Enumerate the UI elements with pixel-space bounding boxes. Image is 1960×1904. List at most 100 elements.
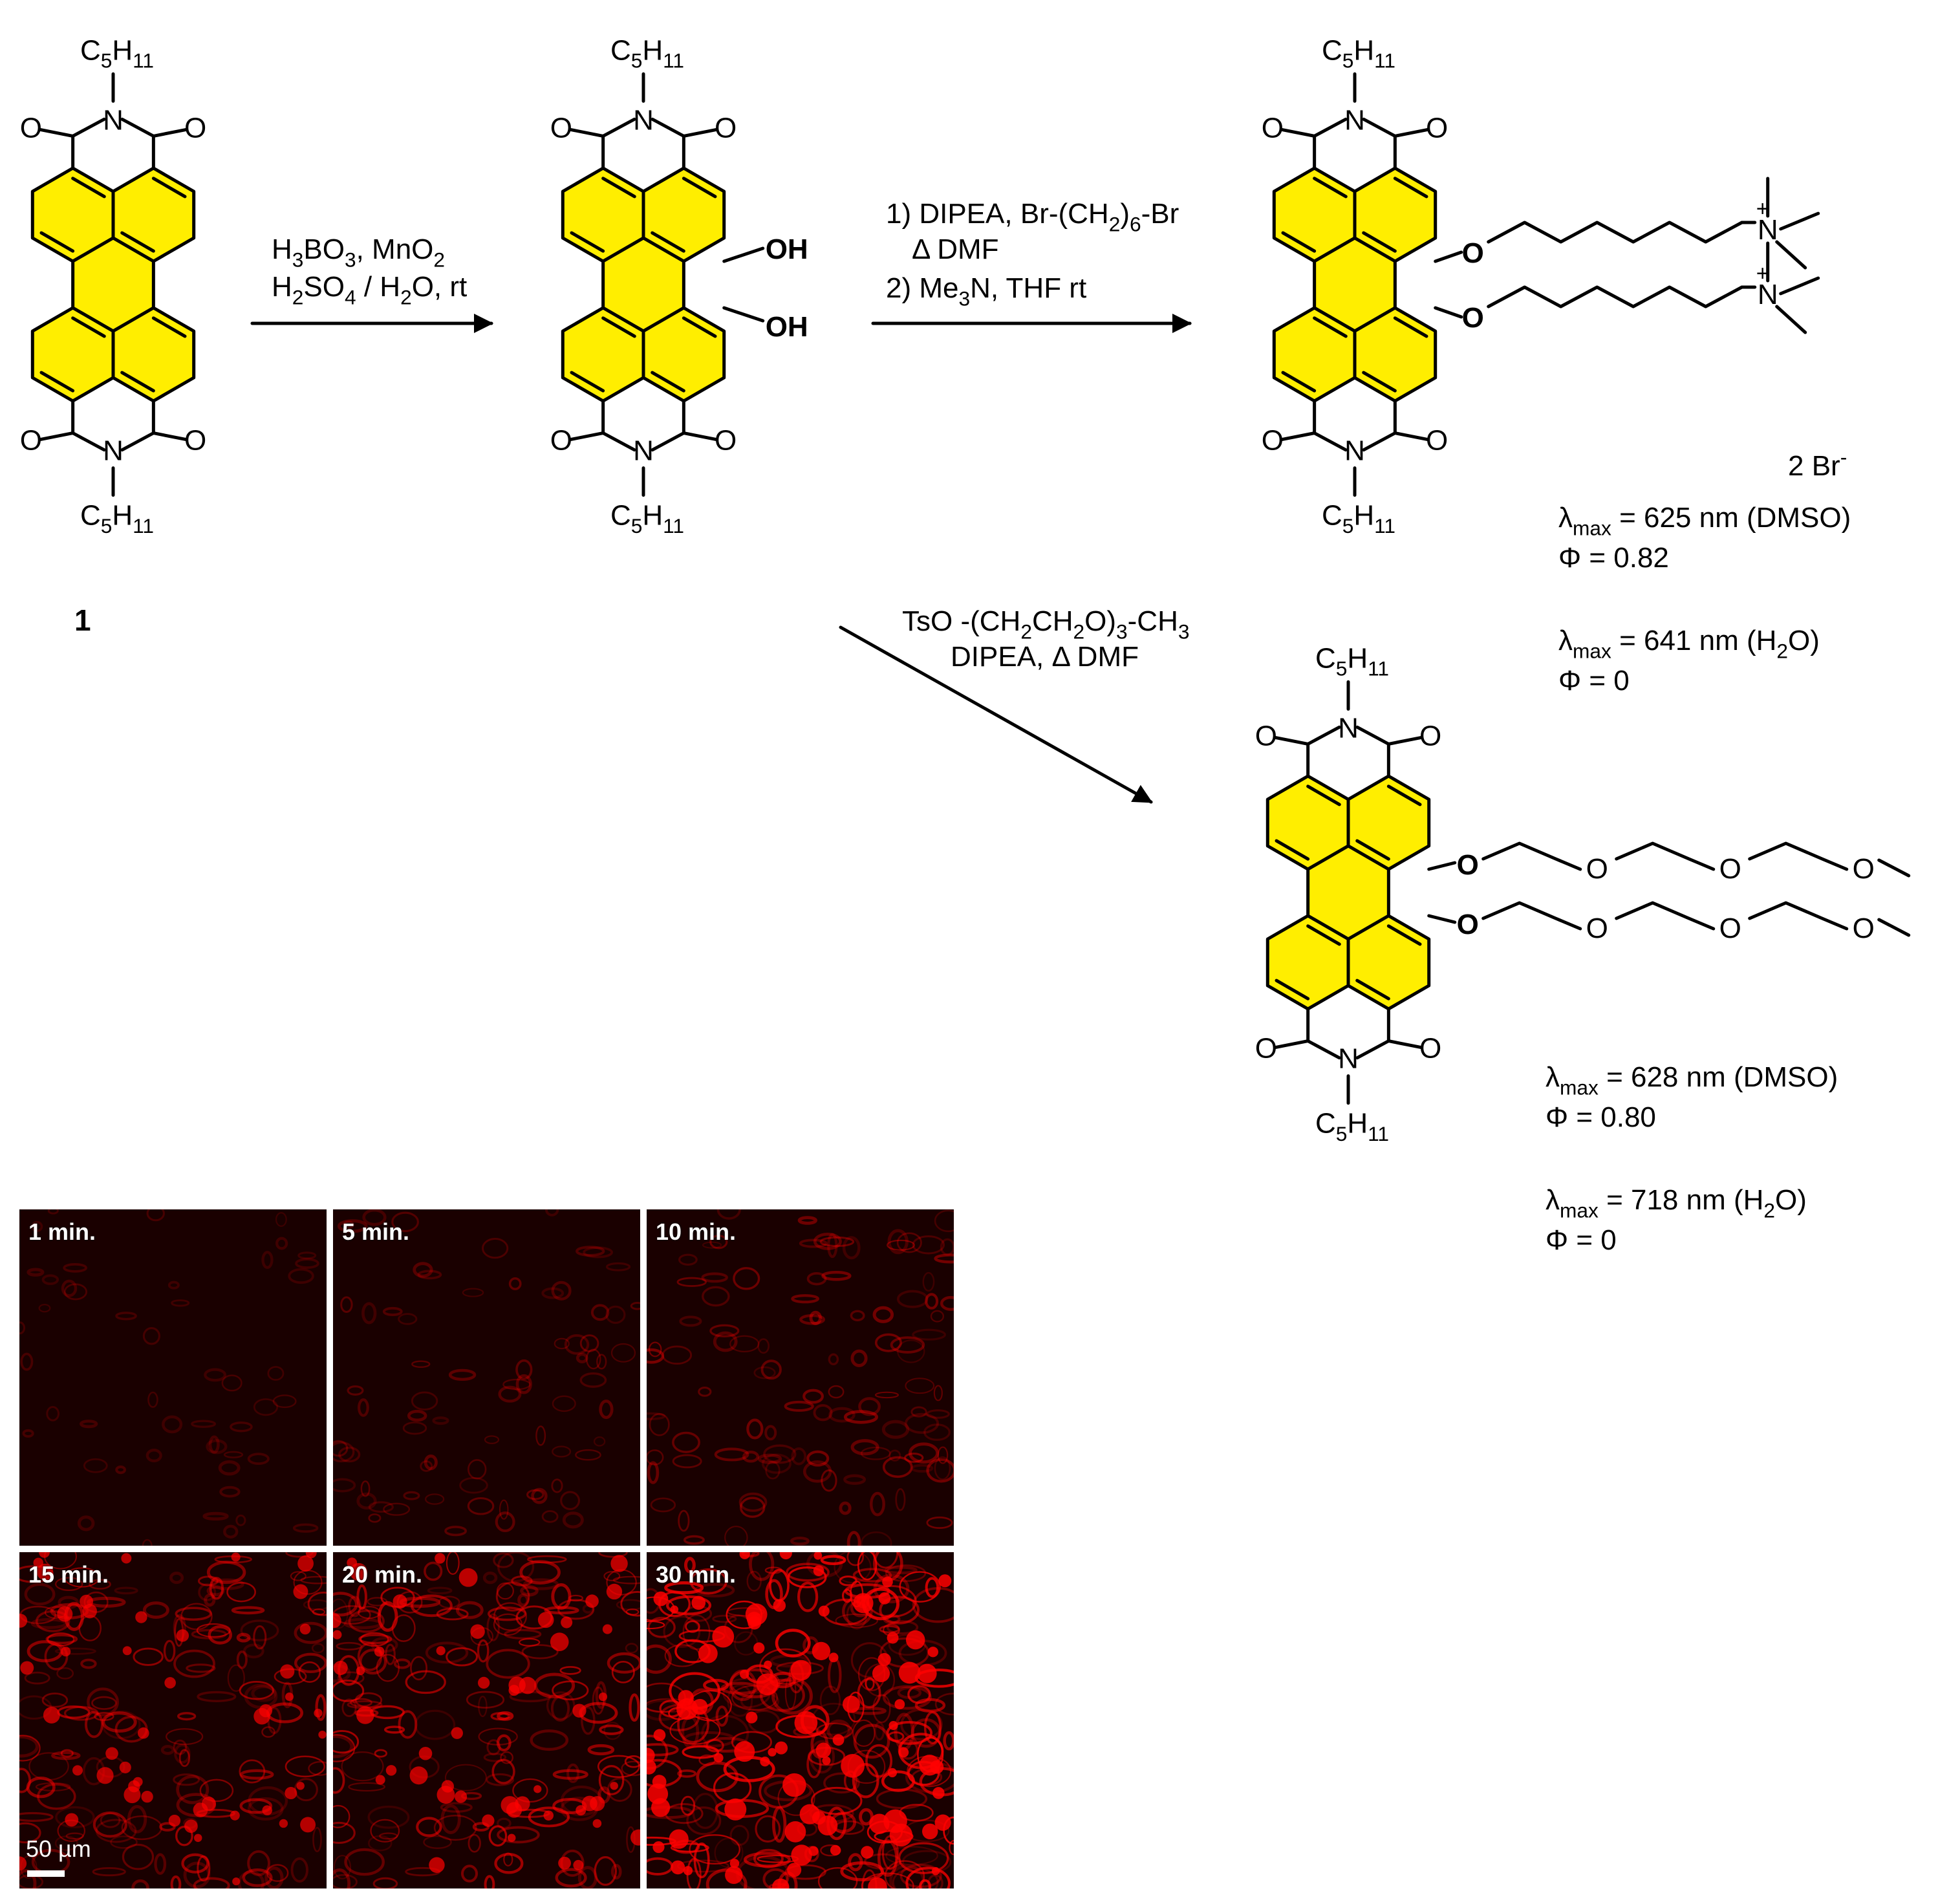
microscopy-panel: 20 min. xyxy=(333,1552,640,1888)
imide-nitrogen: N xyxy=(633,104,654,136)
hexyl-chain xyxy=(1487,285,1744,308)
ammonium-nitrogen: N xyxy=(1758,279,1778,310)
ether-oxygen: O xyxy=(1586,853,1608,885)
pentyl-group: C5H11 xyxy=(1315,642,1389,680)
imide-nitrogen: N xyxy=(1344,435,1365,467)
fluorescence-image xyxy=(19,1552,327,1888)
time-label: 5 min. xyxy=(342,1218,410,1245)
carbonyl-oxygen: O xyxy=(1426,112,1448,144)
scale-bar xyxy=(27,1870,65,1877)
microscopy-panel: 10 min. xyxy=(647,1209,954,1546)
peg-segment xyxy=(1748,901,1849,931)
fluorescence-image xyxy=(19,1209,319,1546)
peg-dmso-lambda: λmax = 628 nm (DMSO) xyxy=(1545,1061,1838,1099)
ether-oxygen: O xyxy=(1853,853,1875,885)
ether-oxygen: O xyxy=(1586,913,1608,944)
time-label: 20 min. xyxy=(342,1561,423,1588)
carbonyl-oxygen: O xyxy=(1262,425,1284,457)
carbonyl-oxygen: O xyxy=(1419,1033,1441,1065)
carbonyl-oxygen: O xyxy=(1262,112,1284,144)
ether-oxygen: O xyxy=(1853,913,1875,944)
carbonyl-oxygen: O xyxy=(550,425,572,457)
pentyl-group: C5H11 xyxy=(610,34,684,72)
ammonium-dmso-quantum-yield: Φ = 0.82 xyxy=(1558,542,1669,574)
scale-bar-label: 50 µm xyxy=(26,1835,91,1862)
carbonyl-oxygen: O xyxy=(1255,720,1277,752)
carbonyl-oxygen: O xyxy=(1419,720,1441,752)
hexyl-chain xyxy=(1487,221,1744,244)
pentyl-group: C5H11 xyxy=(1322,500,1395,537)
fluorescence-image xyxy=(333,1209,640,1537)
ether-oxygen: O xyxy=(1719,853,1741,885)
ammonium-nitrogen: N xyxy=(1758,214,1778,246)
microscopy-panel: 15 min. 50 µm xyxy=(19,1552,327,1888)
reaction-2-step-1: 1) DIPEA, Br-(CH2)6-Br xyxy=(886,198,1179,235)
imide-nitrogen: N xyxy=(103,104,124,136)
hydroxyl-bottom: OH xyxy=(766,311,808,343)
bromide-counterion: 2 Br- xyxy=(1788,445,1847,482)
reaction-3-conditions: DIPEA, Δ DMF xyxy=(951,641,1139,673)
peg-segment xyxy=(1748,841,1849,871)
reaction-2-step-2: 2) Me3N, THF rt xyxy=(886,272,1086,310)
microscopy-panel: 30 min. xyxy=(647,1552,954,1888)
ammonium-dmso-lambda: λmax = 625 nm (DMSO) xyxy=(1558,502,1851,539)
positive-charge: + xyxy=(1756,261,1769,286)
peg-segment xyxy=(1481,841,1582,871)
microscopy-panel: 5 min. xyxy=(333,1209,640,1546)
carbonyl-oxygen: O xyxy=(20,425,42,457)
methyl-end xyxy=(1877,858,1911,878)
time-label: 1 min. xyxy=(28,1218,96,1245)
imide-nitrogen: N xyxy=(633,435,654,467)
ether-oxygen: O xyxy=(1462,302,1484,334)
positive-charge: + xyxy=(1756,197,1769,221)
microscopy-grid: 1 min. 5 min. 10 min. 15 min. 50 µm 20 min. 30… xyxy=(19,1209,954,1895)
time-label: 30 min. xyxy=(656,1561,737,1588)
ether-oxygen: O xyxy=(1462,237,1484,269)
fluorescence-image xyxy=(647,1209,954,1546)
carbonyl-oxygen: O xyxy=(715,425,737,457)
reaction-3-reagent: TsO -(CH2CH2O)3-CH3 xyxy=(902,605,1189,643)
reaction-arrows xyxy=(250,314,1192,804)
fluorescence-image xyxy=(333,1552,640,1888)
carbonyl-oxygen: O xyxy=(1255,1033,1277,1065)
methyl-end xyxy=(1877,918,1911,937)
imide-nitrogen: N xyxy=(1338,712,1359,744)
ammonium-water-quantum-yield: Φ = 0 xyxy=(1558,665,1630,697)
carbonyl-oxygen: O xyxy=(184,425,206,457)
reaction-1-conditions: H2SO4 / H2O, rt xyxy=(272,271,467,308)
hydroxyl-top: OH xyxy=(766,233,808,265)
peg-segment xyxy=(1615,841,1716,871)
peg-segment xyxy=(1615,901,1716,931)
time-label: 15 min. xyxy=(28,1561,109,1588)
carbonyl-oxygen: O xyxy=(184,112,206,144)
carbonyl-oxygen: O xyxy=(550,112,572,144)
peg-water-quantum-yield: Φ = 0 xyxy=(1545,1224,1617,1256)
pentyl-group: C5H11 xyxy=(80,500,154,537)
peg-water-lambda: λmax = 718 nm (H2O) xyxy=(1545,1184,1807,1222)
carbonyl-oxygen: O xyxy=(715,112,737,144)
reaction-2-solvent: Δ DMF xyxy=(912,233,999,265)
peg-segment xyxy=(1481,901,1582,931)
reaction-1-reagents: H3BO3, MnO2 xyxy=(272,233,445,271)
compound-1-label: 1 xyxy=(74,603,91,637)
arrow-peg xyxy=(839,625,1153,804)
ammonium-water-lambda: λmax = 641 nm (H2O) xyxy=(1558,625,1820,662)
pentyl-group: C5H11 xyxy=(1322,34,1395,72)
pentyl-group: C5H11 xyxy=(1315,1108,1389,1145)
ether-oxygen: O xyxy=(1719,913,1741,944)
ether-oxygen: O xyxy=(1457,849,1479,881)
imide-nitrogen: N xyxy=(103,435,124,467)
carbonyl-oxygen: O xyxy=(20,112,42,144)
ether-oxygen: O xyxy=(1457,909,1479,940)
pentyl-group: C5H11 xyxy=(610,500,684,537)
imide-nitrogen: N xyxy=(1344,104,1365,136)
pentyl-group: C5H11 xyxy=(80,34,154,72)
microscopy-panel: 1 min. xyxy=(19,1209,327,1546)
imide-nitrogen: N xyxy=(1338,1043,1359,1075)
